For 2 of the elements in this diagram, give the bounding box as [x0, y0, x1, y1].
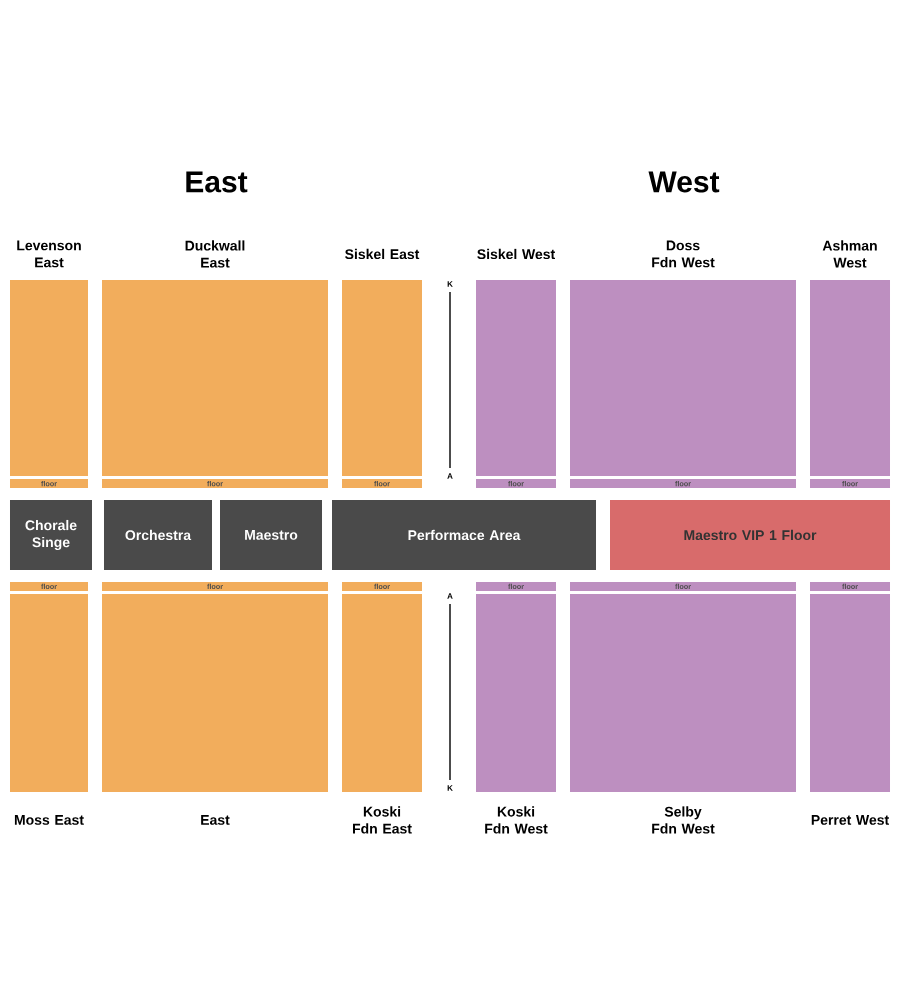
section-heading: East — [186, 171, 248, 193]
section-heading: West — [648, 171, 720, 193]
